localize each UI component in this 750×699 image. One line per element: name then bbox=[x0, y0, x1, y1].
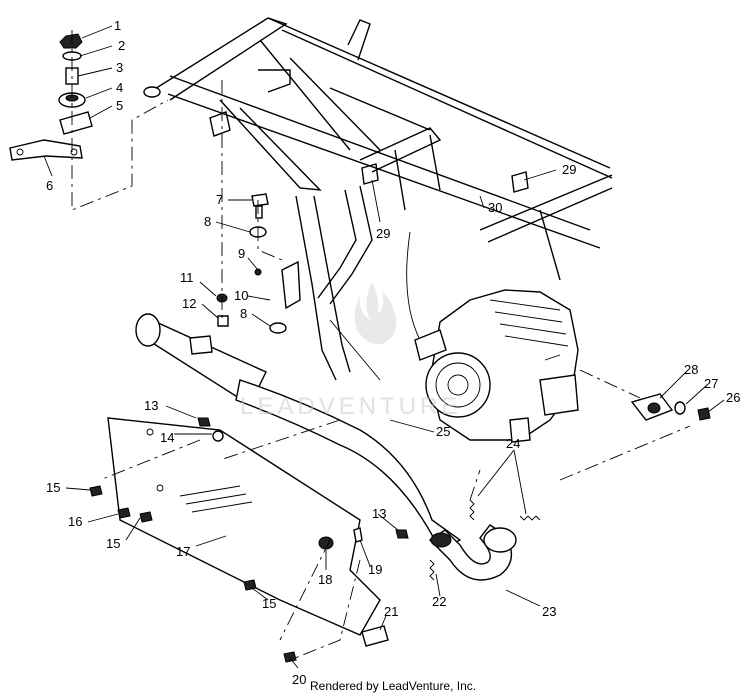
leader-lines bbox=[43, 25, 725, 669]
callout-30: 30 bbox=[488, 200, 502, 215]
callout-24: 24 bbox=[506, 436, 520, 451]
callout-17: 17 bbox=[176, 544, 190, 559]
heat-shield bbox=[107, 417, 381, 636]
callout-2: 2 bbox=[118, 38, 125, 53]
callout-3: 3 bbox=[116, 60, 123, 75]
mount-hardware bbox=[9, 33, 711, 663]
callout-27: 27 bbox=[704, 376, 718, 391]
callout-29a: 29 bbox=[562, 162, 576, 177]
head-pipe bbox=[428, 524, 517, 581]
callout-13b: 13 bbox=[372, 506, 386, 521]
callout-15c: 15 bbox=[262, 596, 276, 611]
callout-5: 5 bbox=[116, 98, 123, 113]
render-credit: Rendered by LeadVenture, Inc. bbox=[310, 679, 476, 693]
callout-9: 9 bbox=[238, 246, 245, 261]
callout-16: 16 bbox=[68, 514, 82, 529]
callout-12: 12 bbox=[182, 296, 196, 311]
callout-26: 26 bbox=[726, 390, 740, 405]
callout-28: 28 bbox=[684, 362, 698, 377]
callout-13a: 13 bbox=[144, 398, 158, 413]
callout-20: 20 bbox=[292, 672, 306, 687]
callout-8a: 8 bbox=[204, 214, 211, 229]
callout-4: 4 bbox=[116, 80, 123, 95]
callout-23: 23 bbox=[542, 604, 556, 619]
engine-assembly bbox=[414, 289, 579, 443]
watermark: LEADVENTURE bbox=[240, 282, 461, 420]
frame-assembly bbox=[143, 17, 613, 381]
callout-6: 6 bbox=[46, 178, 53, 193]
callout-11: 11 bbox=[180, 270, 194, 285]
callout-15a: 15 bbox=[46, 480, 60, 495]
callout-14: 14 bbox=[160, 430, 174, 445]
callout-10: 10 bbox=[234, 288, 248, 303]
watermark-text: LEADVENTURE bbox=[240, 393, 461, 420]
callout-8b: 8 bbox=[240, 306, 247, 321]
callout-labels: 1 2 3 4 5 6 7 8 9 11 10 12 8 13 14 15 16… bbox=[46, 18, 740, 687]
callout-25: 25 bbox=[436, 424, 450, 439]
assembly-centerlines bbox=[71, 30, 691, 661]
callout-7: 7 bbox=[216, 192, 223, 207]
callout-15b: 15 bbox=[106, 536, 120, 551]
callout-21: 21 bbox=[384, 604, 398, 619]
callout-22: 22 bbox=[432, 594, 446, 609]
callout-29b: 29 bbox=[376, 226, 390, 241]
callout-1: 1 bbox=[114, 18, 121, 33]
callout-19: 19 bbox=[368, 562, 382, 577]
callout-18: 18 bbox=[318, 572, 332, 587]
